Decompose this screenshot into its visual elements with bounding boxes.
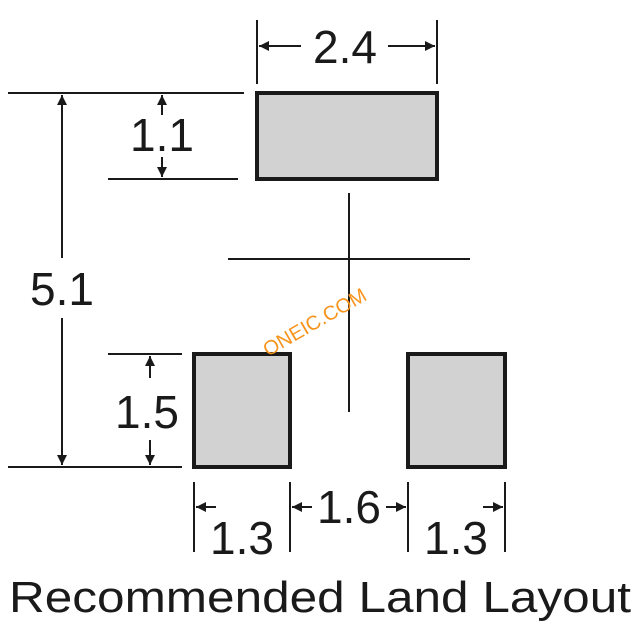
caption: Recommended Land Layout [9,573,631,622]
watermark: ONEIC.COM [259,284,370,361]
pad-gap-label: 1.6 [317,481,381,533]
bottom-left-pad [192,352,292,469]
bottom-right-pad [406,352,507,469]
top-pad [255,91,439,181]
bottom-left-pad-width-label: 1.3 [210,512,274,564]
overall-height-label: 5.1 [30,263,94,315]
top-pad-width-label: 2.4 [313,21,377,73]
top-pad-height-label: 1.1 [130,109,194,161]
bottom-right-pad-width-label: 1.3 [424,512,488,564]
bottom-pad-height-label: 1.5 [115,386,179,438]
